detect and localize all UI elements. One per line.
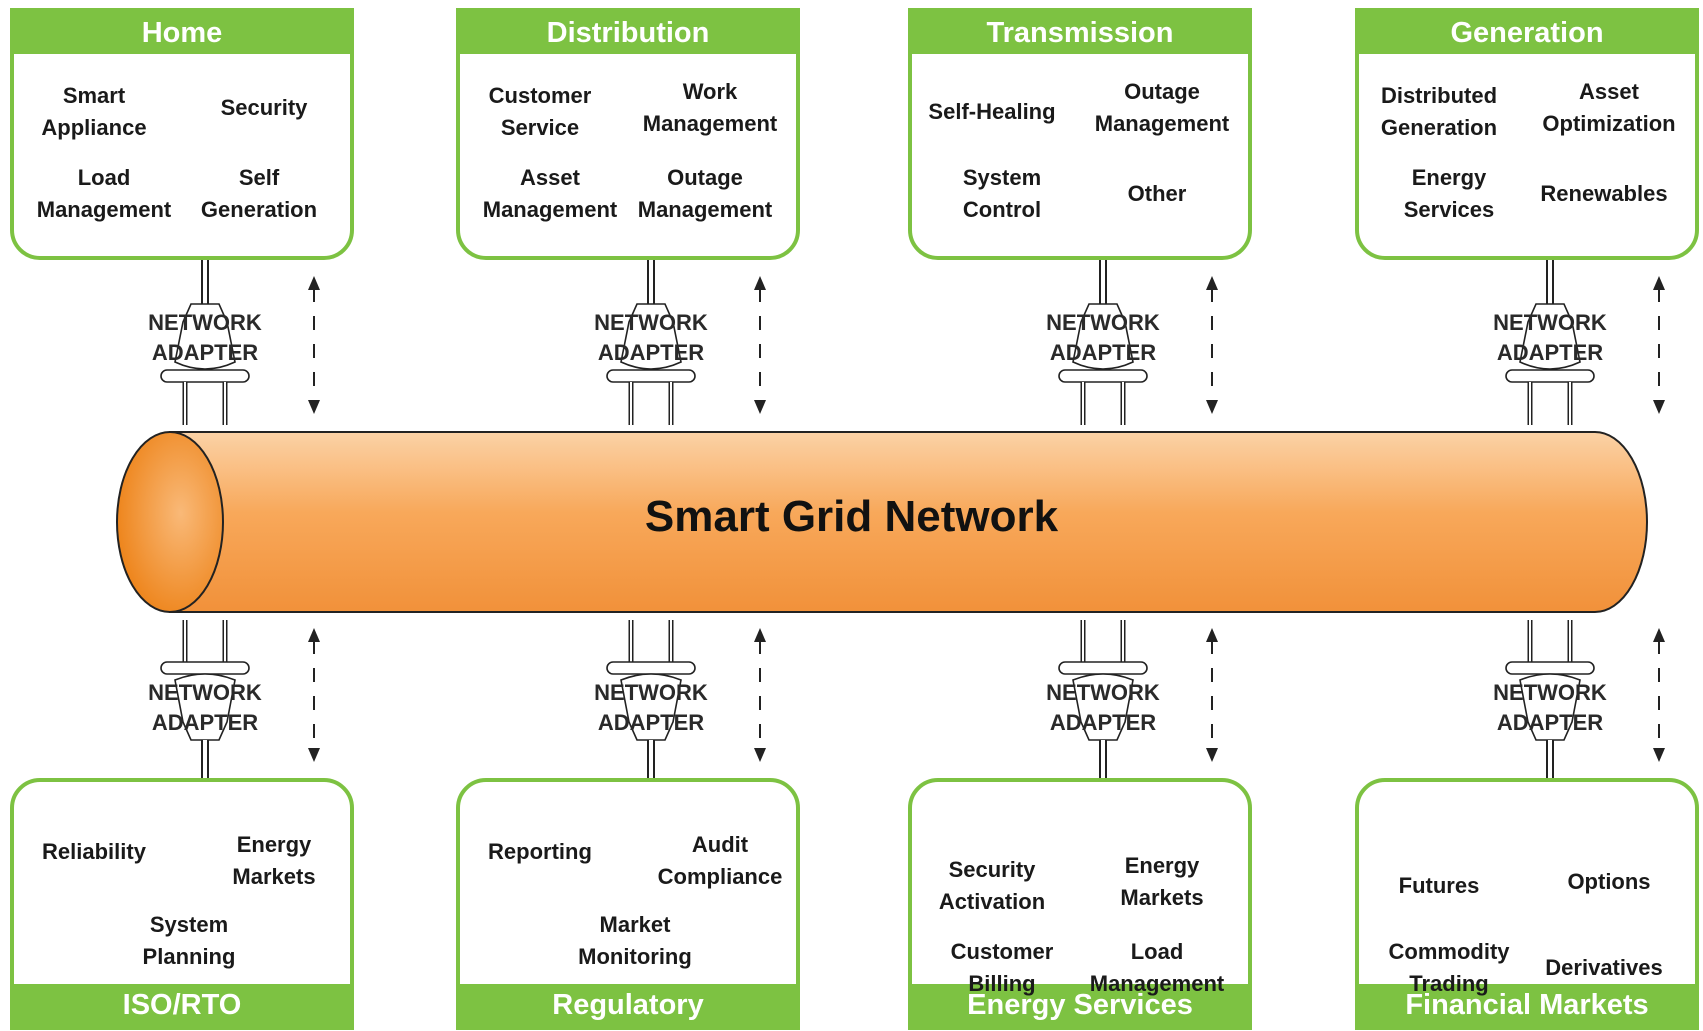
plug-icon [620, 303, 682, 370]
arrow-head-up [1653, 628, 1665, 642]
plug-icon [1072, 303, 1134, 370]
plug-icon [1519, 303, 1581, 370]
arrow-head-up [754, 628, 766, 642]
arrow-head-up [308, 276, 320, 290]
domain-item: Energy Markets [232, 832, 316, 889]
domain-item: Energy Markets [1120, 853, 1204, 910]
domain-item: Security [220, 95, 308, 120]
plug-collar [1058, 661, 1148, 675]
plug-collar [160, 661, 250, 675]
domain-item: System Planning [142, 912, 236, 969]
arrow-head-up [1653, 276, 1665, 290]
domain-item: Customer Billing [950, 939, 1054, 996]
domain-item: Futures [1398, 873, 1480, 898]
plug-collar [606, 661, 696, 675]
arrow-head-down [1653, 400, 1665, 414]
domain-item: Work Management [642, 79, 778, 136]
arrow-head-down [1206, 400, 1218, 414]
network-adapter-label: NETWORK ADAPTER [1046, 310, 1160, 365]
domain-item: Distributed Generation [1380, 83, 1498, 140]
financial-markets-title: Financial Markets [1359, 984, 1695, 1026]
plug-collar [1505, 661, 1595, 675]
plug-icon [174, 303, 236, 370]
domain-item: Commodity Trading [1388, 939, 1510, 996]
arrow-head-up [308, 628, 320, 642]
domain-item: Renewables [1540, 181, 1668, 206]
network-adapter-label: NETWORK ADAPTER [1493, 310, 1607, 365]
network-adapter-label: NETWORK ADAPTER [594, 310, 708, 365]
domain-item: Security Activation [938, 857, 1046, 914]
network-adapter-label: NETWORK ADAPTER [148, 680, 262, 735]
domain-item: Load Management [1089, 939, 1225, 996]
domain-item: Other [1127, 181, 1187, 206]
regulatory-title: Regulatory [460, 984, 796, 1026]
plug-collar [606, 369, 696, 383]
domain-item: Reporting [488, 839, 592, 864]
arrow-head-up [1206, 628, 1218, 642]
arrow-head-down [1653, 748, 1665, 762]
network-adapter-label: NETWORK ADAPTER [594, 680, 708, 735]
arrow-head-down [308, 748, 320, 762]
domain-item: Asset Optimization [1542, 79, 1676, 136]
energy-services-box: Energy Services Security Activation Energy… [908, 778, 1252, 1030]
home-title: Home [14, 12, 350, 54]
arrow-head-down [754, 400, 766, 414]
domain-item: Outage Management [637, 165, 773, 222]
network-adapter-label: NETWORK ADAPTER [1493, 680, 1607, 735]
domain-item: Self Generation [200, 165, 318, 222]
arrow-head-down [1206, 748, 1218, 762]
domain-item: Load Management [36, 165, 172, 222]
domain-item: Self-Healing [928, 99, 1056, 124]
transmission-title: Transmission [912, 12, 1248, 54]
domain-item: Customer Service [488, 83, 592, 140]
generation-title: Generation [1359, 12, 1695, 54]
arrow-head-down [308, 400, 320, 414]
network-adapter-label: NETWORK ADAPTER [1046, 680, 1160, 735]
network-adapter-label: NETWORK ADAPTER [148, 310, 262, 365]
plug-collar [160, 369, 250, 383]
arrow-head-up [754, 276, 766, 290]
iso-rto-title: ISO/RTO [14, 984, 350, 1026]
domain-item: Market Monitoring [578, 912, 692, 969]
domain-item: System Control [962, 165, 1042, 222]
smart-grid-network-label: Smart Grid Network [644, 492, 1059, 541]
energy-services-title: Energy Services [912, 984, 1248, 1026]
arrow-head-down [754, 748, 766, 762]
domain-item: Outage Management [1094, 79, 1230, 136]
arrow-head-up [1206, 276, 1218, 290]
domain-item: Derivatives [1545, 955, 1663, 980]
domain-item: Audit Compliance [657, 832, 783, 889]
domain-item: Asset Management [482, 165, 618, 222]
domain-item: Energy Services [1403, 165, 1495, 222]
domain-item: Smart Appliance [41, 83, 147, 140]
plug-collar [1505, 369, 1595, 383]
plug-collar [1058, 369, 1148, 383]
domain-item: Options [1567, 869, 1651, 894]
domain-item: Reliability [42, 839, 146, 864]
distribution-title: Distribution [460, 12, 796, 54]
